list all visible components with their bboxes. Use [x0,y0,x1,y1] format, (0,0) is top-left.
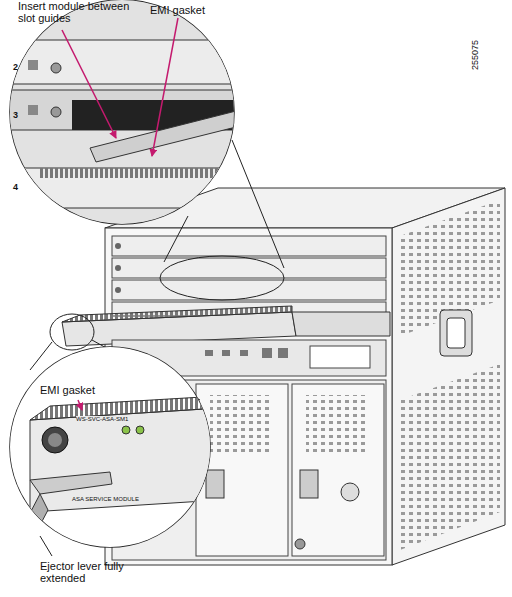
figure-number: 255075 [470,40,480,70]
slot-number: 2 [13,62,18,72]
module-label: ASA SERVICE MODULE [72,496,139,503]
slot-number: 4 [13,182,18,192]
module-label: WS-SVC-ASA-SM1 [76,416,128,423]
callout-label: Insert module between slot guides [18,0,130,25]
callout-label: EMI gasket [150,4,205,16]
callout-label: EMI gasket [40,384,95,396]
callout-label: Ejector lever fully extended [40,560,152,585]
slot-number: 3 [13,110,18,120]
